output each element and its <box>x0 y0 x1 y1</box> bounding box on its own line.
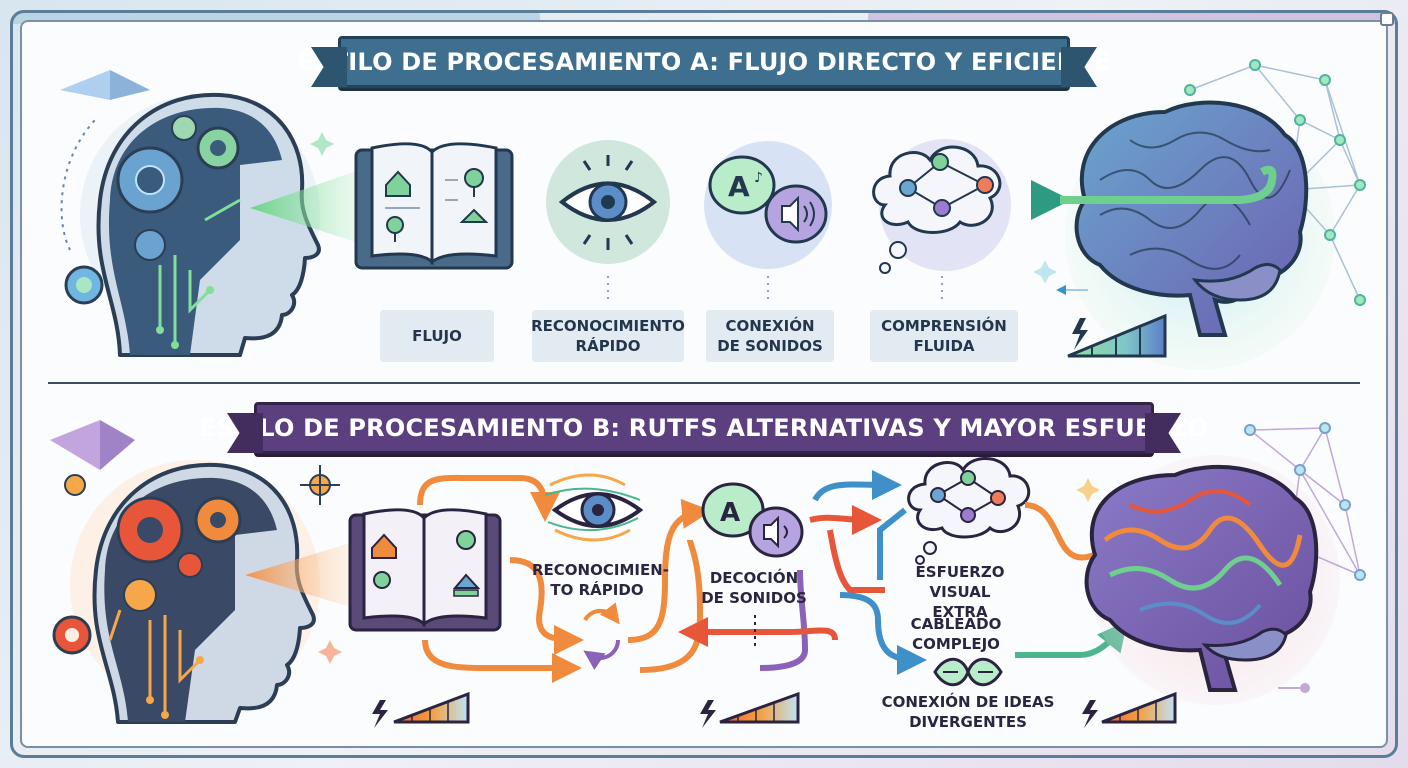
step-label-conexion-ideas: CONEXIÓN DE IDEAS DIVERGENTES <box>881 693 1055 731</box>
section-a-title-banner: ESTILO DE PROCESAMIENTO A: FLUJO DIRECTO… <box>298 36 1110 88</box>
vision-beam-b <box>245 540 360 610</box>
eye-icon-a <box>546 140 670 264</box>
step-label-text: CONEXIÓN DE SONIDOS <box>717 317 823 355</box>
step-label-esfuerzo-visual: ESFUERZO VISUAL EXTRA <box>915 563 1005 621</box>
effort-meter-b1-icon <box>372 691 470 728</box>
vision-beam-a <box>250 168 365 245</box>
head-b-icon <box>50 420 342 724</box>
infinity-icon <box>933 657 1003 687</box>
step-label-decocion: DECOCIÓN DE SONIDOS <box>701 569 807 607</box>
speech-bubbles-icon-b: A <box>701 482 804 558</box>
corner-mark-icon <box>1380 12 1394 26</box>
section-divider <box>48 382 1360 384</box>
effort-meter-b2-icon <box>700 691 800 728</box>
step-label-conexion-sonidos: CONEXIÓN DE SONIDOS <box>706 310 834 362</box>
flow-cross-b <box>678 469 927 675</box>
svg-text:A: A <box>720 498 740 528</box>
step-label-reconocimiento-b: RECONOCIMIEN- TO RÁPIDO <box>532 561 669 599</box>
flow-to-brain-b <box>1024 502 1102 561</box>
thought-cloud-icon-a <box>872 139 1011 274</box>
step-label-flujo: FLUJO <box>380 310 494 362</box>
speech-bubbles-icon-a: A ♪ <box>704 141 832 269</box>
step-label-comprension: COMPRENSIÓN FLUIDA <box>870 310 1018 362</box>
recycle-icon <box>583 602 621 670</box>
step-label-cableado: CABLEADO COMPLEJO <box>910 615 1002 653</box>
head-a-icon <box>60 70 334 357</box>
flow-loops-b <box>417 474 712 683</box>
section-b-title-banner: ESTILO DE PROCESAMIENTO B: RUTFS ALTERNA… <box>200 402 1208 454</box>
outer-frame <box>10 10 1398 758</box>
dotted-connectors-a <box>607 276 943 300</box>
svg-text:A: A <box>728 170 750 203</box>
step-label-text: FLUJO <box>412 327 462 345</box>
section-b-title: ESTILO DE PROCESAMIENTO B: RUTFS ALTERNA… <box>199 414 1209 442</box>
step-label-text: RECONOCIMIENTO RÁPIDO <box>531 317 685 355</box>
open-book-icon-b <box>348 508 502 632</box>
brain-icon-b <box>1076 422 1366 705</box>
thought-cloud-icon-b <box>907 457 1031 565</box>
open-book-icon-a <box>354 142 514 270</box>
eye-icon-b <box>544 473 644 542</box>
section-a-title: ESTILO DE PROCESAMIENTO A: FLUJO DIRECTO… <box>297 48 1111 76</box>
effort-meter-a-icon <box>1067 313 1167 358</box>
svg-text:♪: ♪ <box>754 170 763 186</box>
step-label-text: COMPRENSIÓN FLUIDA <box>881 317 1007 355</box>
effort-meter-b3-icon <box>1082 691 1177 728</box>
step-label-reconocimiento: RECONOCIMIENTO RÁPIDO <box>531 310 685 362</box>
brain-icon-a <box>1033 59 1366 370</box>
